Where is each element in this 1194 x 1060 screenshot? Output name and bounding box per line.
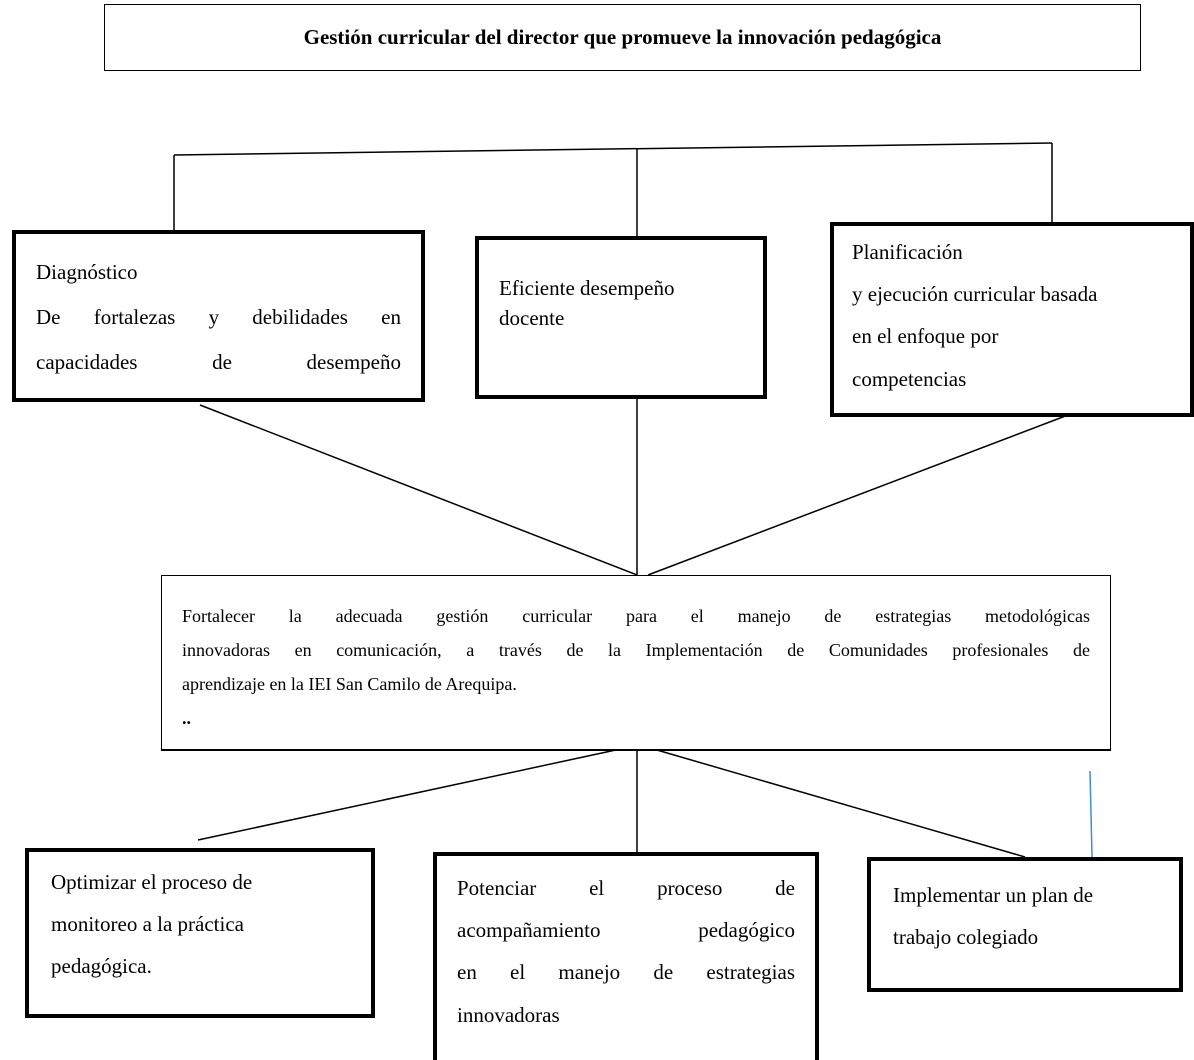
diagram-title: Gestión curricular del director que prom… (303, 25, 942, 49)
acompanamiento-box: Potenciar el proceso de acompañamiento p… (433, 852, 819, 1060)
box-line: en el enfoque por (852, 324, 999, 349)
box-line: competencias (852, 366, 967, 391)
box-line: innovadoras (457, 1002, 560, 1027)
box-line: en el manejo de estrategias (457, 960, 795, 985)
desempeno-docente-box: Eficiente desempeño docente (475, 236, 767, 399)
monitoreo-box: Optimizar el proceso de monitoreo a la p… (25, 848, 375, 1018)
center-line: .. (182, 708, 191, 728)
plan-colegiado-box: Implementar un plan de trabajo colegiado (867, 857, 1183, 992)
box-line: Eficiente desempeño (499, 276, 675, 300)
box-line: y ejecución curricular basada (852, 282, 1098, 307)
diagnostico-box: Diagnóstico De fortalezas y debilidades … (12, 230, 425, 402)
center-line: Fortalecer la adecuada gestión curricula… (182, 606, 1090, 626)
center-line: aprendizaje en la IEI San Camilo de Areq… (182, 674, 517, 694)
box-line: pedagógica. (51, 954, 152, 979)
connector (173, 142, 1053, 156)
box-line: Planificación (852, 240, 963, 264)
connector (647, 414, 1069, 576)
connector (199, 404, 638, 576)
objetivo-central-box: Fortalecer la adecuada gestión curricula… (161, 575, 1111, 751)
box-heading: Diagnóstico (36, 260, 138, 284)
connector (197, 747, 626, 841)
box-line: Optimizar el proceso de (51, 870, 253, 894)
box-line: monitoreo a la práctica (51, 912, 244, 937)
accent-mark (1089, 770, 1093, 858)
box-line: docente (499, 306, 565, 331)
center-line: innovadoras en comunicación, a través de… (182, 640, 1090, 660)
box-line: acompañamiento pedagógico (457, 918, 795, 943)
box-line: capacidades de desempeño (36, 350, 401, 375)
connector (649, 747, 1026, 858)
diagram-title-box: Gestión curricular del director que prom… (104, 4, 1141, 71)
box-line: Implementar un plan de (893, 883, 1094, 907)
box-line: trabajo colegiado (893, 925, 1039, 950)
planificacion-box: Planificación y ejecución curricular bas… (830, 222, 1194, 417)
box-line: Potenciar el proceso de (457, 876, 795, 900)
box-line: De fortalezas y debilidades en (36, 305, 401, 330)
